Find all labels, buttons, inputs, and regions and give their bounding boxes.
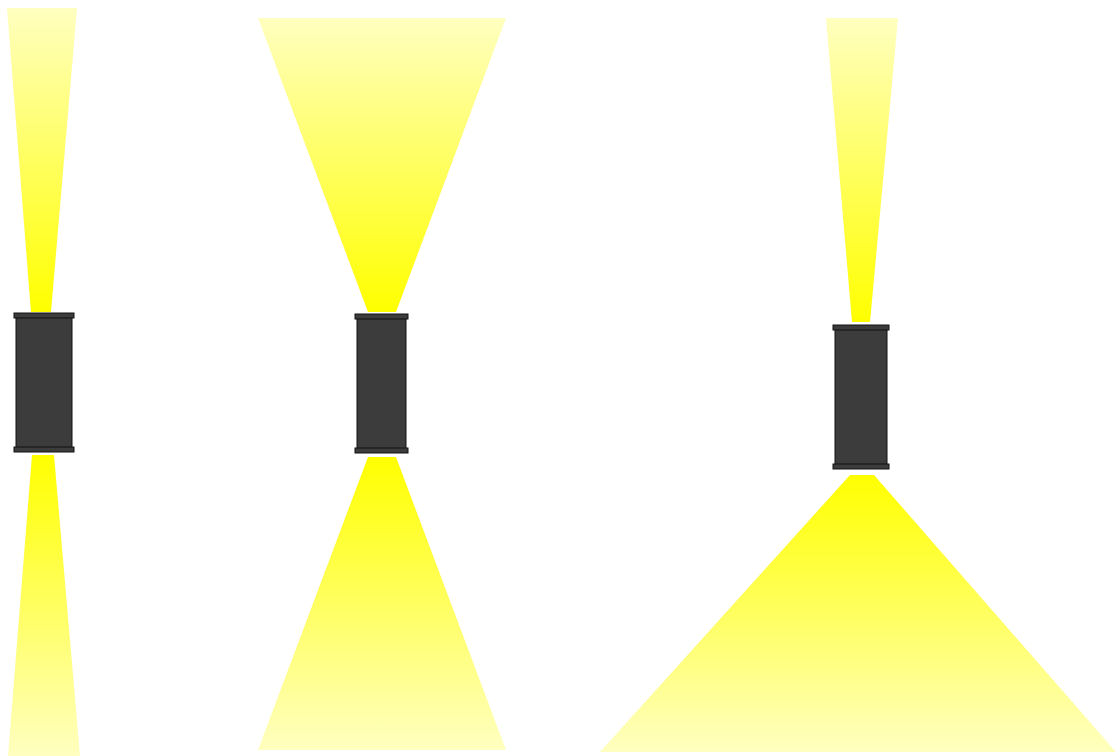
fixture-bottom-cap bbox=[355, 448, 408, 453]
fixture-body bbox=[835, 330, 887, 464]
fixture-top-cap bbox=[355, 314, 408, 319]
fixture-top-cap bbox=[833, 325, 889, 330]
up-light-beam bbox=[258, 18, 506, 312]
up-light-beam bbox=[7, 8, 77, 312]
fixture-bottom-cap bbox=[14, 447, 74, 452]
fixture-wide-wide bbox=[258, 18, 506, 750]
down-light-beam bbox=[8, 455, 80, 756]
down-light-beam bbox=[258, 457, 506, 750]
fixture-body bbox=[357, 319, 406, 448]
fixture-top-cap bbox=[14, 313, 74, 318]
fixture-narrow-narrow bbox=[7, 8, 80, 756]
fixture-body bbox=[16, 318, 72, 447]
fixture-narrow-extra-wide bbox=[600, 18, 1116, 752]
down-light-beam bbox=[600, 475, 1116, 752]
up-light-beam bbox=[826, 18, 898, 322]
fixture-bottom-cap bbox=[833, 464, 889, 469]
